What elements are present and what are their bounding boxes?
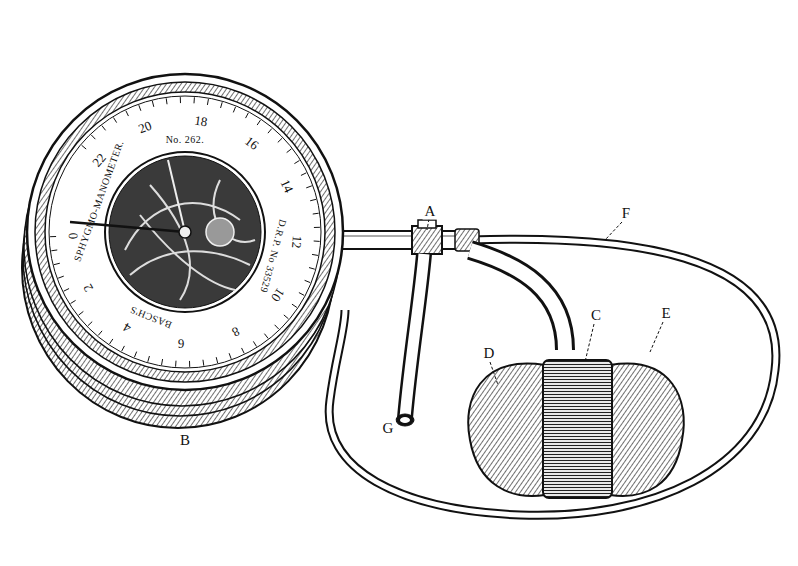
dial-tick — [278, 138, 282, 142]
dial-tick — [64, 289, 69, 292]
dial-tick — [312, 254, 318, 255]
dial-tick — [162, 359, 163, 365]
dial-tick — [180, 97, 181, 103]
dial-tick — [91, 135, 95, 139]
callout-letter: G — [381, 420, 396, 437]
serial-number: No. 262. — [166, 135, 205, 145]
dial-tick — [134, 352, 136, 358]
dial-tick — [152, 101, 153, 107]
dial-tick — [98, 331, 102, 336]
dial-tick — [202, 360, 204, 366]
dial-tick — [139, 105, 141, 111]
callout-letter: D — [482, 345, 497, 362]
scale-number: 18 — [193, 114, 208, 129]
callout-letter: E — [659, 305, 672, 322]
dial-tick — [264, 334, 268, 339]
dial-tick — [71, 300, 76, 303]
dial-tick — [257, 120, 260, 125]
callout-letter: F — [620, 205, 632, 222]
dial-tick — [287, 149, 292, 153]
dial-tick — [314, 227, 320, 228]
dial-tick — [216, 357, 217, 363]
dial-tick — [113, 118, 116, 123]
dial-tick — [51, 249, 57, 251]
dial-tick — [189, 361, 190, 367]
dial-tick — [221, 102, 223, 108]
dial-tick — [299, 293, 304, 296]
dial-tick — [88, 322, 92, 326]
dial-tick — [301, 173, 306, 176]
dial-tick — [253, 341, 256, 346]
dial-tick — [102, 126, 106, 131]
dial-tick — [58, 276, 64, 278]
dial-tick — [54, 263, 60, 264]
dial-tick — [207, 99, 208, 105]
dial-tick — [294, 160, 299, 163]
dial-tick — [310, 199, 316, 200]
dial-tick — [148, 356, 150, 362]
dial-tick — [284, 315, 289, 319]
dial-tick — [309, 268, 315, 270]
dial-tick — [313, 213, 319, 215]
scale-number: 6 — [178, 337, 185, 350]
dial-tick — [306, 186, 312, 188]
dial-tick — [193, 97, 194, 103]
dial-tick — [268, 129, 272, 134]
callout-letter: B — [178, 432, 192, 449]
dial-tick — [305, 280, 311, 282]
dial-tick — [122, 346, 125, 351]
dial-tick — [229, 353, 231, 359]
dial-tick — [166, 98, 168, 104]
dial-tick — [275, 325, 279, 329]
dial-tick — [292, 304, 297, 307]
scale-number: 12 — [290, 235, 304, 249]
dial-tick — [314, 240, 320, 241]
dial-tick — [50, 236, 56, 237]
dial-tick — [82, 145, 87, 149]
scale-number: 0 — [66, 232, 79, 239]
callout-letter: C — [589, 307, 603, 324]
dial-tick — [126, 111, 129, 116]
dial-tick — [110, 339, 113, 344]
dial-tick — [175, 361, 176, 367]
dial-tick — [242, 348, 245, 353]
callout-letter: A — [423, 203, 438, 220]
dial-tick — [233, 107, 235, 113]
dial-tick — [246, 113, 249, 118]
dial-tick — [79, 311, 84, 315]
